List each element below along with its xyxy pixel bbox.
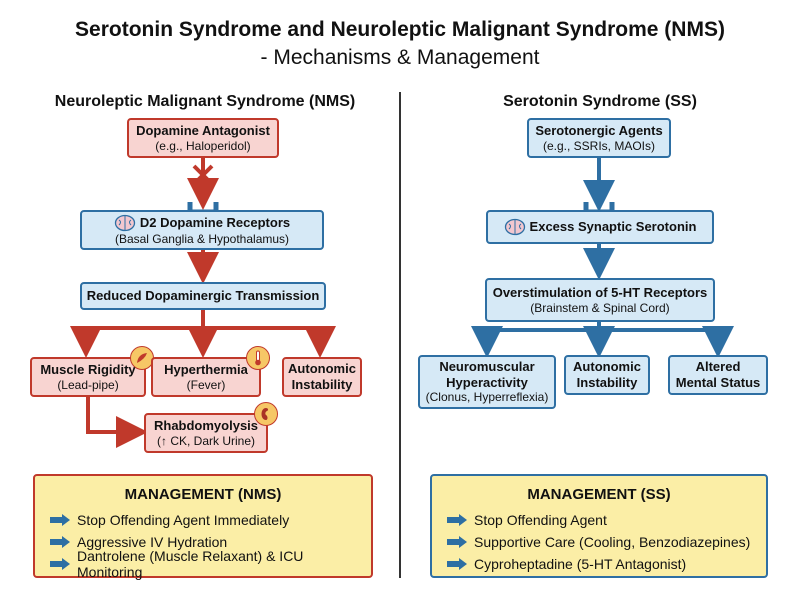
page-subtitle: - Mechanisms & Management: [260, 46, 540, 69]
neuromuscular-line2: Hyperactivity: [446, 374, 528, 390]
column-divider: [399, 92, 401, 578]
arrow-right-icon: [447, 536, 467, 548]
arrow-right-icon: [50, 536, 70, 548]
thermometer-icon: [246, 346, 270, 370]
brain-icon: [504, 218, 525, 236]
rhabdomyolysis-box: Rhabdomyolysis (↑ CK, Dark Urine): [144, 413, 268, 453]
neuromuscular-box: Neuromuscular Hyperactivity (Clonus, Hyp…: [418, 355, 556, 409]
d2-receptors-row: D2 Dopamine Receptors: [114, 214, 290, 232]
excess-serotonin-row: Excess Synaptic Serotonin: [504, 218, 697, 236]
rhabdomyolysis-title: Rhabdomyolysis: [153, 418, 259, 433]
d2-receptors-box: D2 Dopamine Receptors (Basal Ganglia & H…: [80, 210, 324, 250]
nms-management-item: Aggressive IV Hydration: [49, 531, 357, 553]
serotonergic-agents-title: Serotonergic Agents: [535, 123, 663, 138]
nms-management-text: Dantrolene (Muscle Relaxant) & ICU Monit…: [77, 548, 304, 580]
ss-management-text: Stop Offending Agent: [474, 512, 607, 528]
hyperthermia-title: Hyperthermia: [164, 362, 248, 377]
d2-receptors-sub: (Basal Ganglia & Hypothalamus): [114, 231, 290, 246]
brain-icon: [114, 214, 136, 231]
arrow-right-icon: [447, 558, 467, 570]
nms-management-text: Stop Offending Agent Immediately: [77, 512, 290, 528]
d2-receptors-title: D2 Dopamine Receptors: [139, 215, 291, 230]
kidney-icon: [254, 402, 278, 426]
nms-autonomic-instability-box: Autonomic Instability: [282, 357, 362, 397]
arrow-right-icon: [50, 558, 70, 570]
arrow-right-icon: [447, 514, 467, 526]
ss-management-text: Cyproheptadine (5-HT Antagonist): [474, 556, 687, 572]
reduced-transmission-label: Reduced Dopaminergic Transmission: [86, 288, 320, 304]
arrow-right-icon: [50, 514, 70, 526]
nms-management-item: Stop Offending Agent Immediately: [49, 509, 357, 531]
rhabdomyolysis-sub: (↑ CK, Dark Urine): [156, 433, 255, 448]
muscle-rigidity-box: Muscle Rigidity (Lead-pipe): [30, 357, 146, 397]
overstimulation-box: Overstimulation of 5-HT Receptors (Brain…: [485, 278, 715, 322]
ss-heading: Serotonin Syndrome (SS): [503, 93, 697, 110]
dopamine-antagonist-box: Dopamine Antagonist (e.g., Haloperidol): [127, 118, 279, 158]
ss-branch-arrows: [471, 322, 734, 358]
ss-management-heading: MANAGEMENT (SS): [527, 486, 671, 503]
excess-serotonin-label: Excess Synaptic Serotonin: [529, 219, 697, 235]
nms-management-item: Dantrolene (Muscle Relaxant) & ICU Monit…: [49, 548, 357, 580]
neuromuscular-line1: Neuromuscular: [439, 359, 535, 375]
ss-management-panel: MANAGEMENT (SS) Stop Offending Agent Sup…: [430, 474, 768, 578]
ss-autonomic-instability-box: Autonomic Instability: [564, 355, 650, 395]
nms-blocked-arrow: [187, 156, 219, 210]
nms-management-text: Aggressive IV Hydration: [77, 534, 228, 550]
nms-heading: Neuroleptic Malignant Syndrome (NMS): [54, 93, 356, 110]
muscle-rigidity-sub: (Lead-pipe): [57, 377, 119, 392]
neuromuscular-sub: (Clonus, Hyperreflexia): [425, 390, 549, 405]
altered-mental-status-box: Altered Mental Status: [668, 355, 768, 395]
overstimulation-title: Overstimulation of 5-HT Receptors: [492, 285, 708, 300]
dopamine-antagonist-title: Dopamine Antagonist: [136, 123, 270, 138]
ss-autonomic-line1: Autonomic: [573, 359, 641, 375]
reduced-transmission-box: Reduced Dopaminergic Transmission: [80, 282, 326, 310]
overstimulation-sub: (Brainstem & Spinal Cord): [530, 300, 670, 315]
serotonergic-agents-box: Serotonergic Agents (e.g., SSRIs, MAOIs): [527, 118, 671, 158]
arrow-rigidity-to-rhabdo: [86, 396, 148, 448]
altered-mental-line2: Mental Status: [675, 375, 761, 390]
nms-management-heading: MANAGEMENT (NMS): [124, 486, 282, 503]
dopamine-antagonist-sub: (e.g., Haloperidol): [155, 138, 251, 153]
ss-management-item: Cyproheptadine (5-HT Antagonist): [446, 553, 752, 575]
nms-management-panel: MANAGEMENT (NMS) Stop Offending Agent Im…: [33, 474, 373, 580]
ss-management-text: Supportive Care (Cooling, Benzodiazepine…: [474, 534, 751, 550]
ss-management-item: Stop Offending Agent: [446, 509, 752, 531]
nms-autonomic-line1: Autonomic: [288, 361, 356, 377]
serotonergic-agents-sub: (e.g., SSRIs, MAOIs): [542, 138, 656, 153]
nms-autonomic-line2: Instability: [291, 377, 353, 392]
hyperthermia-sub: (Fever): [186, 377, 226, 392]
muscle-rigidity-title: Muscle Rigidity: [40, 362, 136, 377]
altered-mental-line1: Altered: [695, 359, 741, 375]
ss-autonomic-line2: Instability: [576, 375, 638, 390]
excess-serotonin-box: Excess Synaptic Serotonin: [486, 210, 714, 244]
page-title: Serotonin Syndrome and Neuroleptic Malig…: [75, 18, 725, 41]
ss-management-item: Supportive Care (Cooling, Benzodiazepine…: [446, 531, 752, 553]
nms-branch-arrows: [70, 310, 336, 358]
hyperthermia-box: Hyperthermia (Fever): [151, 357, 261, 397]
